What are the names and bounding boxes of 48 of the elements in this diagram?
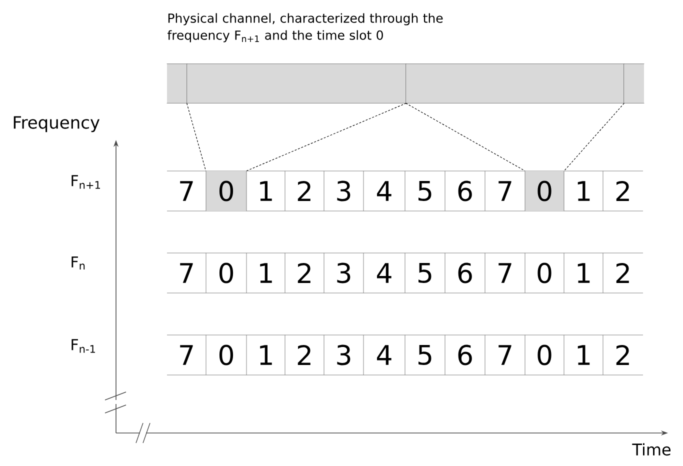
dashed-line (186, 102, 206, 172)
time-slot-cell: 0 (219, 344, 234, 366)
time-slot-cell: 1 (260, 181, 272, 201)
title: Physical channel, characterized through the frequency F$_{n+1}$ and the time slot 0 (168, 13, 443, 42)
time-slot-cell: 4 (376, 345, 392, 365)
time-slot-cell: 7 (498, 345, 512, 365)
dashed-line (406, 102, 526, 172)
dashed-line (564, 102, 624, 172)
time-slot-cell: 3 (337, 344, 350, 366)
time-slot-cell: 6 (458, 344, 472, 366)
time-slot-cell: 2 (298, 344, 310, 366)
time-slot-cell: 6 (458, 262, 472, 284)
time-slot-cell: 1 (578, 263, 590, 283)
time-slot-cell: 6 (458, 180, 472, 202)
time-slot-cell: 0 (538, 344, 552, 366)
time-slot-cell: 7 (498, 181, 512, 201)
time-slot-cell: 0 (219, 262, 234, 284)
time-slot-cell: 0 (538, 262, 552, 284)
time-slot-cell: 0 (206, 171, 246, 211)
channel-segment (166, 64, 188, 104)
frequency-label: F$_{n}$ (72, 256, 85, 270)
time-slot-cell: 3 (337, 262, 350, 284)
time-slot-cell: 2 (298, 262, 310, 284)
time-slot-cell: 3 (337, 180, 350, 202)
time-slot-cell: 2 (616, 180, 629, 202)
time-slot-cell: 1 (260, 345, 272, 365)
time-slot-cell: 1 (578, 181, 590, 201)
time-slot-cell: 7 (180, 263, 193, 283)
time-slot-cell: 7 (498, 263, 512, 283)
time-slot-cell: 2 (298, 180, 310, 202)
dashed-line (246, 102, 406, 172)
time-slot-cell: 4 (376, 263, 392, 283)
frequency-label: F$_{n-1}$ (72, 339, 95, 353)
time-slot-cell: 7 (180, 345, 193, 365)
time-slot-cell: 1 (578, 345, 590, 365)
time-slot-cell: 5 (418, 344, 432, 366)
time-slot-cell: 2 (616, 262, 629, 284)
axis-label: Time (632, 443, 670, 456)
time-slot-cell: 2 (616, 344, 629, 366)
time-slot-cell: 5 (418, 180, 432, 202)
time-slot-cell: 0 (525, 171, 564, 211)
channel-segment (624, 64, 644, 104)
time-slot-cell: 5 (418, 262, 432, 284)
time-slot-cell: 4 (376, 181, 392, 201)
axis-label: Frequency (14, 116, 100, 132)
time-slot-cell: 1 (260, 263, 272, 283)
frequency-label: F$_{n+1}$ (72, 175, 100, 189)
time-slot-cell: 7 (180, 181, 193, 201)
